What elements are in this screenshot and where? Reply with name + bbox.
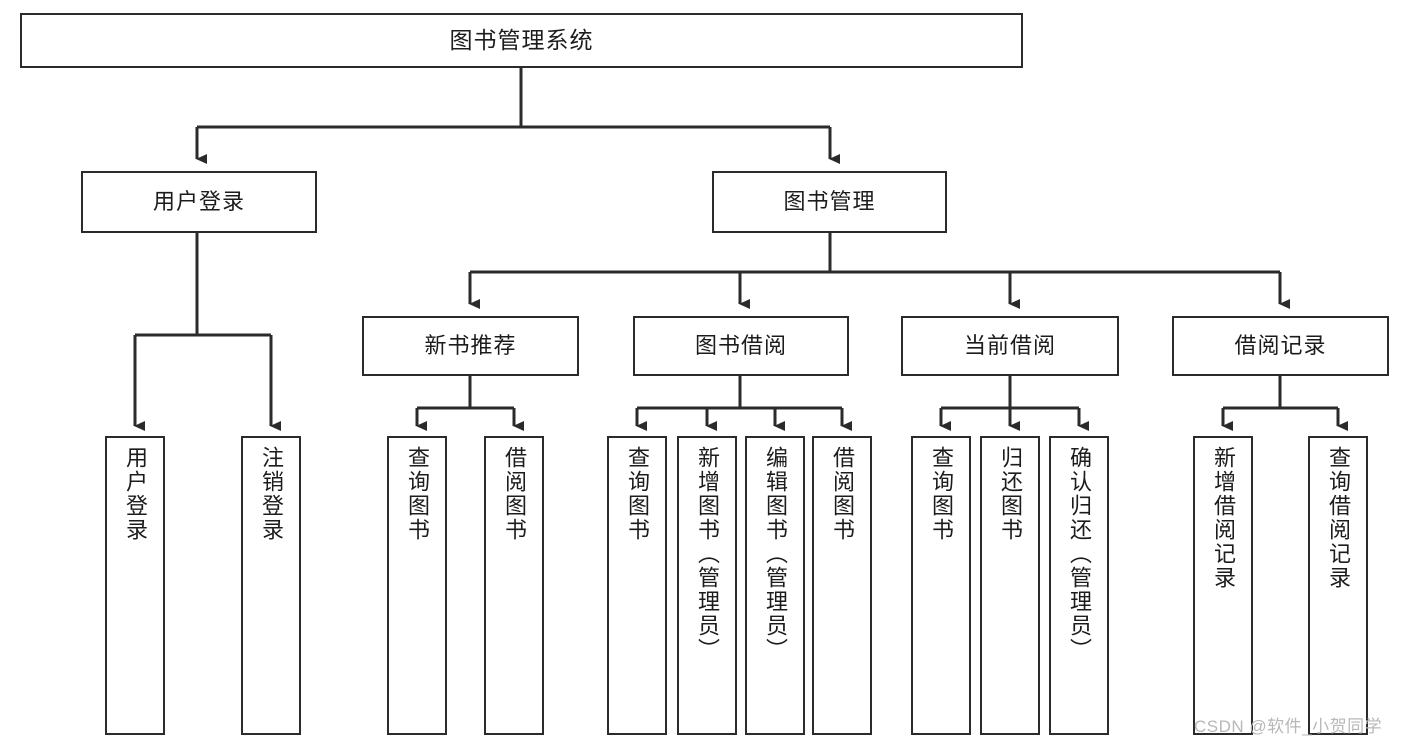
node-label: 图书管理 — [783, 188, 876, 214]
leaf-label: 注销登录 — [258, 446, 284, 542]
leaf-label: 查询图书 — [928, 446, 954, 542]
leaf-label: 归还图书 — [997, 446, 1023, 542]
leaf-current-borrow-return[interactable]: 归还图书 — [980, 436, 1040, 735]
leaf-label: 借阅图书 — [829, 446, 855, 542]
leaf-label: 查询图书 — [404, 446, 430, 542]
leaf-borrow-record-add[interactable]: 新增借阅记录 — [1193, 436, 1253, 735]
leaf-book-borrow-add[interactable]: 新增图书（管理员） — [677, 436, 737, 735]
leaf-label: 查询借阅记录 — [1325, 446, 1351, 590]
node-label: 图书管理系统 — [449, 26, 594, 53]
leaf-label: 用户登录 — [122, 446, 148, 542]
leaf-label: 编辑图书（管理员） — [762, 446, 788, 662]
leaf-user-login-login[interactable]: 用户登录 — [105, 436, 165, 735]
node-borrow-record[interactable]: 借阅记录 — [1172, 316, 1389, 376]
leaf-new-book-query[interactable]: 查询图书 — [387, 436, 447, 735]
leaf-book-borrow-edit[interactable]: 编辑图书（管理员） — [745, 436, 805, 735]
leaf-borrow-record-query[interactable]: 查询借阅记录 — [1308, 436, 1368, 735]
leaf-label: 新增借阅记录 — [1210, 446, 1236, 590]
node-label: 新书推荐 — [424, 332, 517, 358]
leaf-label: 新增图书（管理员） — [694, 446, 720, 662]
leaf-book-borrow-borrow[interactable]: 借阅图书 — [812, 436, 872, 735]
node-book-borrow[interactable]: 图书借阅 — [633, 316, 849, 376]
node-label: 图书借阅 — [694, 332, 787, 358]
leaf-current-borrow-confirm-return[interactable]: 确认归还（管理员） — [1049, 436, 1109, 735]
node-book-management[interactable]: 图书管理 — [712, 171, 947, 233]
leaf-label: 查询图书 — [624, 446, 650, 542]
csdn-watermark: CSDN @软件_小贺同学 — [1194, 717, 1383, 736]
leaf-new-book-borrow[interactable]: 借阅图书 — [484, 436, 544, 735]
leaf-label: 借阅图书 — [501, 446, 527, 542]
node-label: 当前借阅 — [963, 332, 1056, 358]
leaf-label: 确认归还（管理员） — [1066, 446, 1092, 662]
leaf-current-borrow-query[interactable]: 查询图书 — [911, 436, 971, 735]
leaf-user-login-logout[interactable]: 注销登录 — [241, 436, 301, 735]
node-label: 用户登录 — [152, 188, 245, 214]
node-current-borrow[interactable]: 当前借阅 — [901, 316, 1119, 376]
node-user-login[interactable]: 用户登录 — [81, 171, 317, 233]
leaf-book-borrow-query[interactable]: 查询图书 — [607, 436, 667, 735]
node-root-book-management-system[interactable]: 图书管理系统 — [20, 13, 1023, 68]
node-new-book-recommend[interactable]: 新书推荐 — [362, 316, 579, 376]
node-label: 借阅记录 — [1234, 332, 1327, 358]
